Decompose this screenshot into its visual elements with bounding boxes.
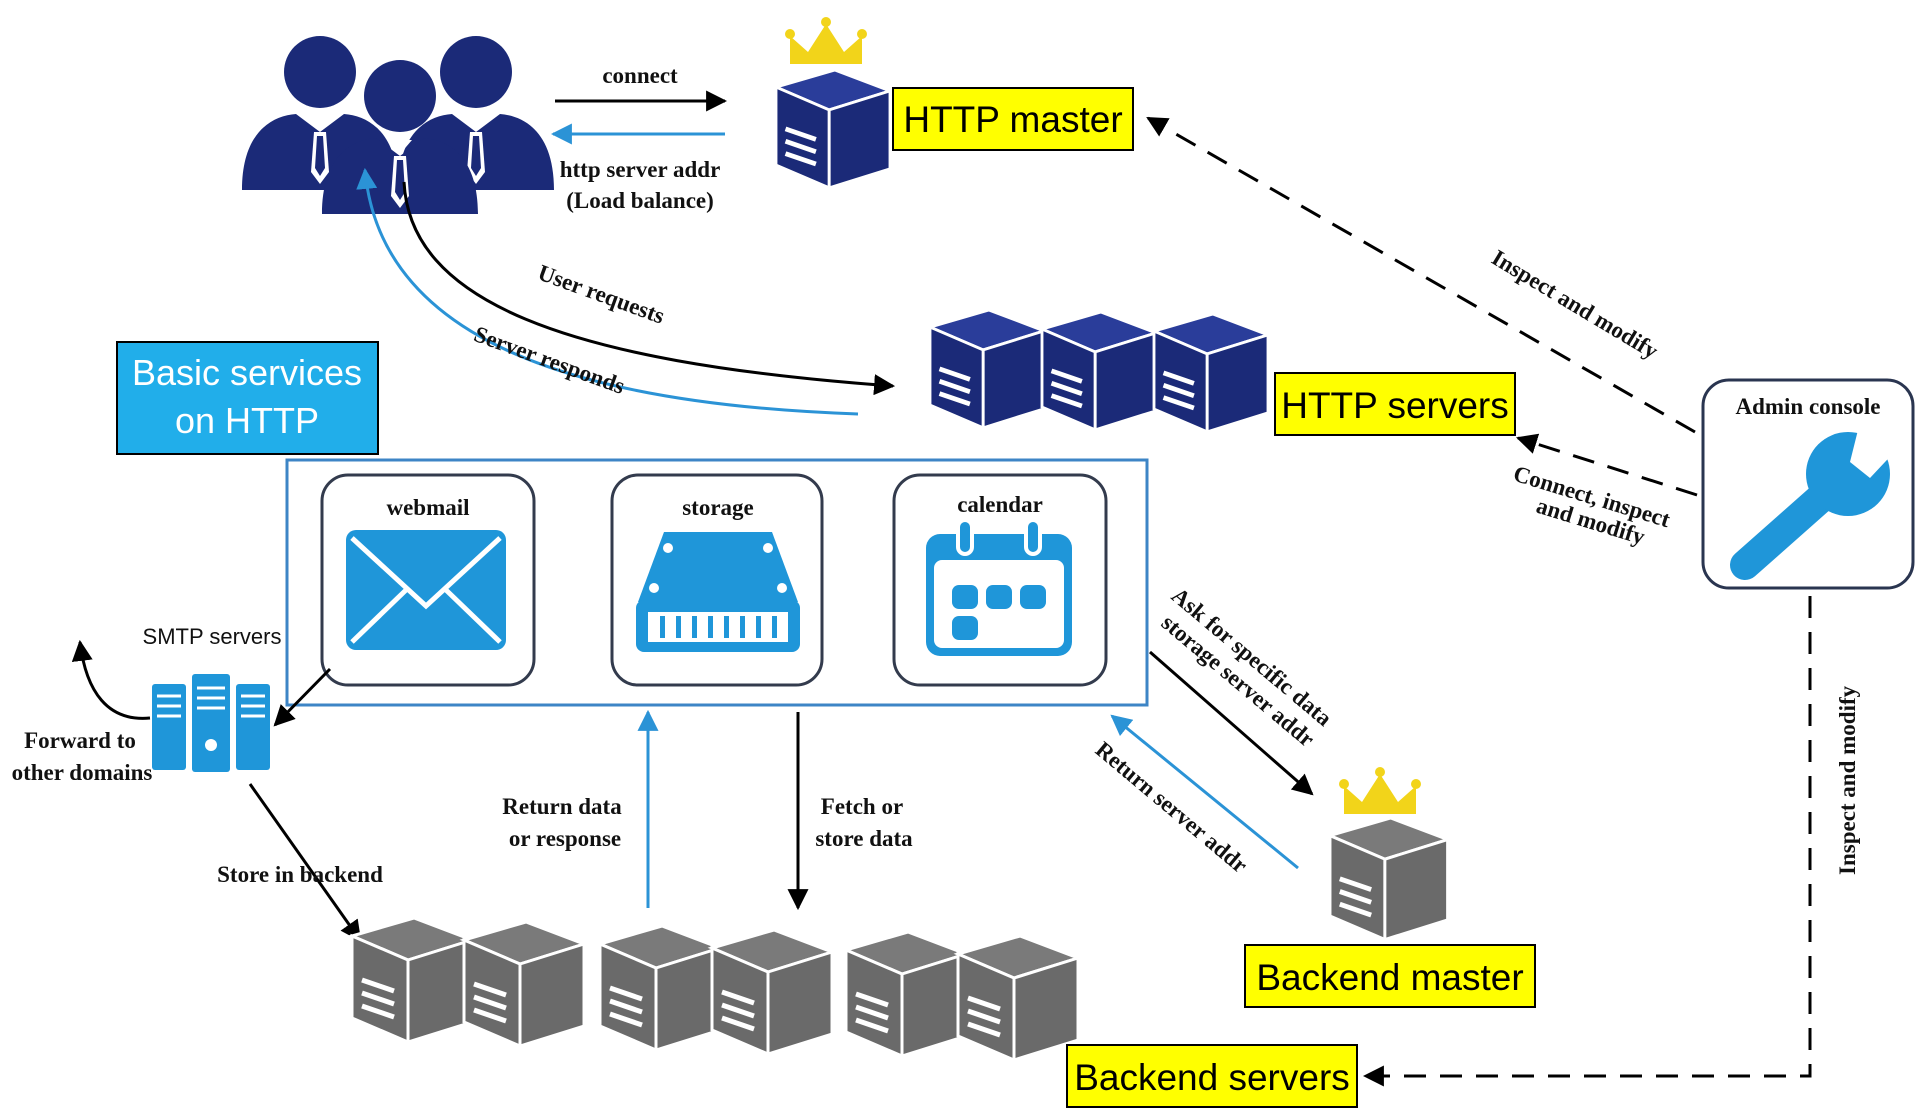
forward-arrow	[71, 639, 151, 720]
svg-text:Backend master: Backend master	[1256, 957, 1523, 998]
fetch-store-label-2: store data	[815, 826, 913, 851]
calendar-label: calendar	[957, 492, 1043, 517]
http-master-label: HTTP master	[892, 87, 1134, 151]
webmail-service[interactable]: webmail	[320, 473, 536, 687]
webmail-label: webmail	[386, 495, 469, 520]
inspect-modify-top-label: Inspect and modify	[1487, 245, 1662, 364]
backend-master-server-icon	[1330, 767, 1448, 940]
svg-text:HTTP master: HTTP master	[903, 99, 1122, 140]
user-requests-label: User requests	[535, 260, 668, 329]
wrench-icon	[1730, 430, 1900, 580]
http-master-server-icon	[776, 17, 890, 188]
backend-servers-icon	[352, 918, 1078, 1060]
to-smtp-arrow	[273, 667, 332, 727]
return-server-addr-label: Return server addr	[1091, 737, 1253, 878]
admin-console-label: Admin console	[1735, 394, 1880, 419]
svg-text:Basic services: Basic services	[132, 352, 362, 393]
http-servers-icon	[930, 310, 1268, 432]
forward-label-2: other domains	[12, 760, 153, 785]
connect-label: connect	[602, 63, 678, 88]
storage-service[interactable]: storage	[610, 473, 824, 687]
hard-drive-icon	[636, 532, 800, 652]
forward-label-1: Forward to	[24, 728, 136, 753]
store-in-backend-label: Store in backend	[217, 862, 383, 887]
inspect-modify-backend-arrow	[1362, 596, 1812, 1087]
calendar-icon	[926, 518, 1072, 656]
http-servers-label: HTTP servers	[1274, 372, 1516, 436]
inspect-modify-right-label: Inspect and modify	[1835, 685, 1860, 875]
server-responds-label: Server responds	[471, 321, 628, 399]
return-data-label-2: or response	[509, 826, 621, 851]
server-responds-arrow	[356, 167, 859, 416]
admin-console-box[interactable]: Admin console	[1701, 378, 1915, 590]
svg-text:Backend servers: Backend servers	[1074, 1057, 1350, 1098]
svg-text:HTTP servers: HTTP servers	[1281, 385, 1509, 426]
load-balance-label: (Load balance)	[566, 188, 714, 213]
storage-label: storage	[682, 495, 754, 520]
return-server-addr-arrow	[1110, 714, 1299, 870]
backend-master-label: Backend master	[1244, 944, 1536, 1008]
user-requests-arrow	[402, 181, 896, 396]
envelope-icon	[346, 530, 506, 650]
inspect-modify-http-master-arrow	[1146, 116, 1696, 434]
smtp-servers-label: SMTP servers	[143, 624, 282, 649]
services-container	[285, 458, 1149, 707]
ask-storage-addr-arrow	[1149, 650, 1314, 796]
store-in-backend-arrow	[248, 783, 362, 942]
calendar-service[interactable]: calendar	[892, 473, 1108, 687]
http-server-addr-label: http server addr	[560, 157, 721, 182]
backend-servers-label: Backend servers	[1066, 1044, 1358, 1108]
users-icon	[242, 36, 554, 214]
smtp-servers-icon	[152, 674, 270, 772]
basic-services-box: Basic services on HTTP	[116, 341, 379, 455]
return-data-label-1: Return data	[502, 794, 622, 819]
connect-inspect-http-servers-arrow	[1515, 433, 1698, 497]
svg-text:on HTTP: on HTTP	[175, 400, 319, 441]
fetch-store-label-1: Fetch or	[821, 794, 903, 819]
